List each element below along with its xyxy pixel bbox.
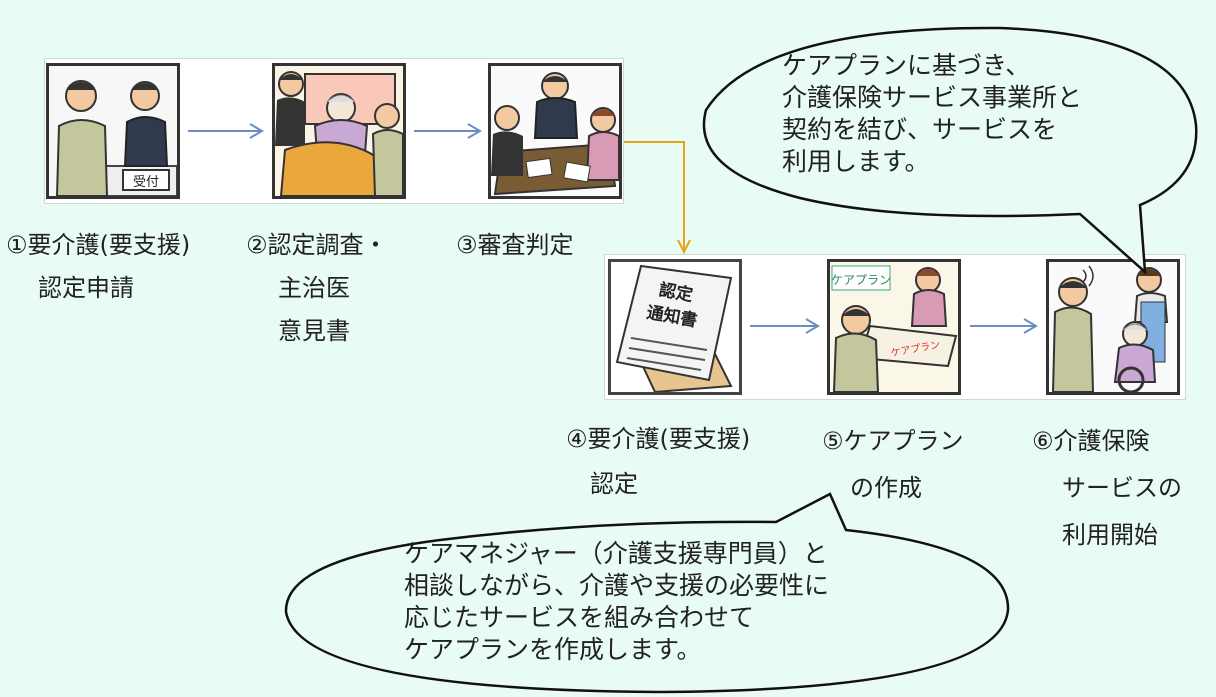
reception-illustration: 受付 [46, 63, 180, 199]
step-1-label: ①要介護(要支援) 認定申請 [6, 231, 191, 303]
review-illustration [488, 63, 622, 199]
arrow-5-6-head [1023, 318, 1038, 334]
service-use-illustration [1046, 259, 1180, 395]
bottom-bubble-text: ケアマネジャー（介護支援専門員）と 相談しながら、介護や支援の必要性に 応じたサ… [404, 539, 830, 664]
speech-bubble-bottom [284, 492, 1010, 694]
reception-sign: 受付 [133, 175, 159, 190]
arrow-1-2-head [249, 123, 264, 139]
arrow-4-5-head [805, 318, 820, 334]
top-bubble-text: ケアプランに基づき、 介護保険サービス事業所と 契約を結び、サービスを 利用しま… [782, 51, 1083, 176]
step-4-label: ④要介護(要支援) 認定 [566, 425, 751, 499]
careplan-sign: ケアプラン [831, 273, 891, 287]
survey-illustration [272, 63, 406, 199]
notice-illustration: 認定 通知書 [608, 259, 742, 395]
step-2-label: ②認定調査・ 主治医 意見書 [246, 231, 388, 346]
arrow-2-3-head [467, 123, 482, 139]
step-5-label: ⑤ケアプラン の作成 [822, 427, 964, 503]
step-3-label: ③審査判定 [456, 231, 574, 259]
speech-bubble-top [702, 26, 1198, 275]
connector-3-4 [624, 141, 691, 255]
careplan-illustration: ケアプラン ケアプラン [827, 259, 961, 395]
step-6-label: ⑥介護保険 サービスの 利用開始 [1032, 427, 1182, 550]
